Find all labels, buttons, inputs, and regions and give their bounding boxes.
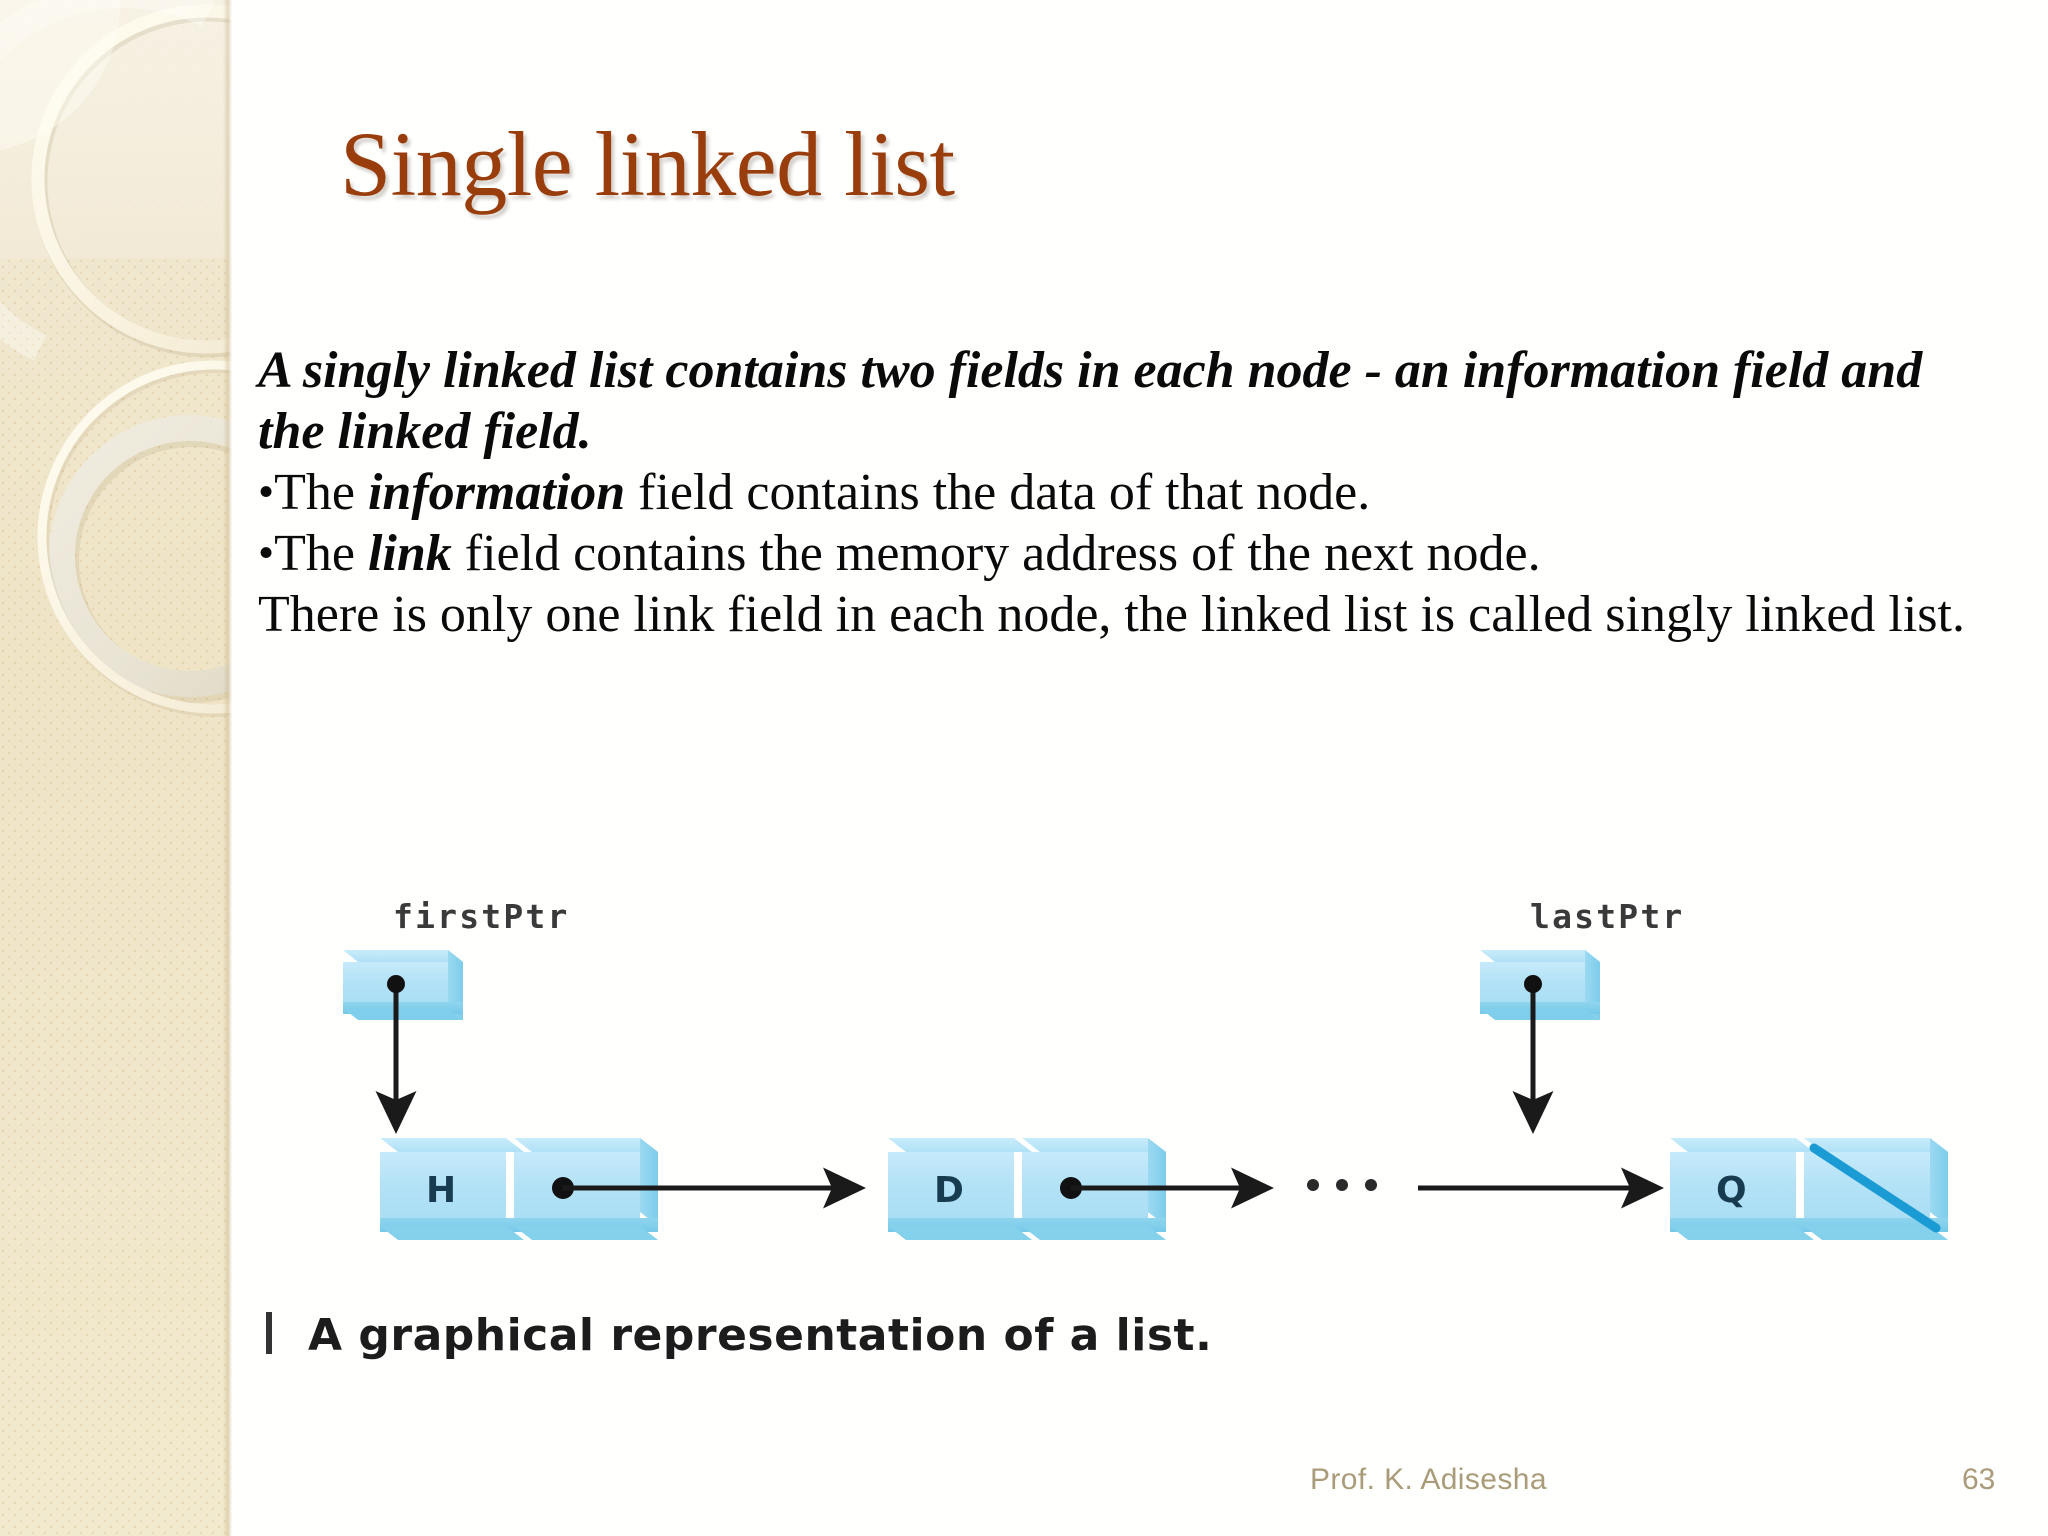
page-title: Single linked list [340, 113, 955, 215]
bullet-suffix: field contains the memory address of the… [451, 525, 1541, 583]
diagram-caption: A graphical representation of a list. [266, 1310, 1212, 1361]
first-pointer-box [343, 950, 463, 1020]
node-q-null-slash [1809, 1143, 1941, 1233]
bullet-item-information: •The information field contains the data… [258, 462, 1998, 523]
bullet-marker: • [258, 465, 275, 517]
caption-text: A graphical representation of a list. [308, 1310, 1212, 1361]
bullet-prefix: The [274, 525, 368, 583]
body-content: A singly linked list contains two fields… [258, 340, 1998, 645]
bullet-emphasis: link [367, 525, 452, 583]
first-pointer-label: firstPtr [393, 897, 570, 936]
list-node-q: Q [1670, 1138, 1948, 1240]
bullet-marker: • [258, 526, 275, 578]
node-q-data-letter: Q [1716, 1170, 1748, 1211]
list-ellipsis [1307, 1179, 1377, 1191]
node-h-data-letter: H [426, 1170, 457, 1211]
list-node-d: D [888, 1138, 1274, 1240]
footer-author: Prof. K. Adisesha [1310, 1463, 1547, 1496]
sidebar-edge-highlight [223, 0, 232, 1536]
lead-paragraph: A singly linked list contains two fields… [258, 342, 1923, 461]
bullet-emphasis: information [367, 464, 626, 522]
first-pointer-dot [387, 975, 405, 993]
linked-list-diagram: firstPtr lastPtr [258, 880, 1958, 1400]
decorative-sidebar [0, 0, 232, 1536]
sidebar-rings-decoration [0, 0, 232, 717]
footer-page-number: 63 [1962, 1463, 1996, 1496]
node-d-data-letter: D [934, 1170, 965, 1211]
bullet-suffix: field contains the data of that node. [625, 464, 1371, 522]
bullet-prefix: The [274, 464, 368, 522]
closing-paragraph: There is only one link field in each nod… [258, 586, 1965, 644]
last-pointer-label: lastPtr [1530, 897, 1684, 936]
list-node-h: H [380, 1138, 866, 1240]
caption-bar-icon [266, 1312, 272, 1354]
bullet-item-link: •The link field contains the memory addr… [258, 523, 1998, 584]
last-pointer-dot [1524, 975, 1542, 993]
